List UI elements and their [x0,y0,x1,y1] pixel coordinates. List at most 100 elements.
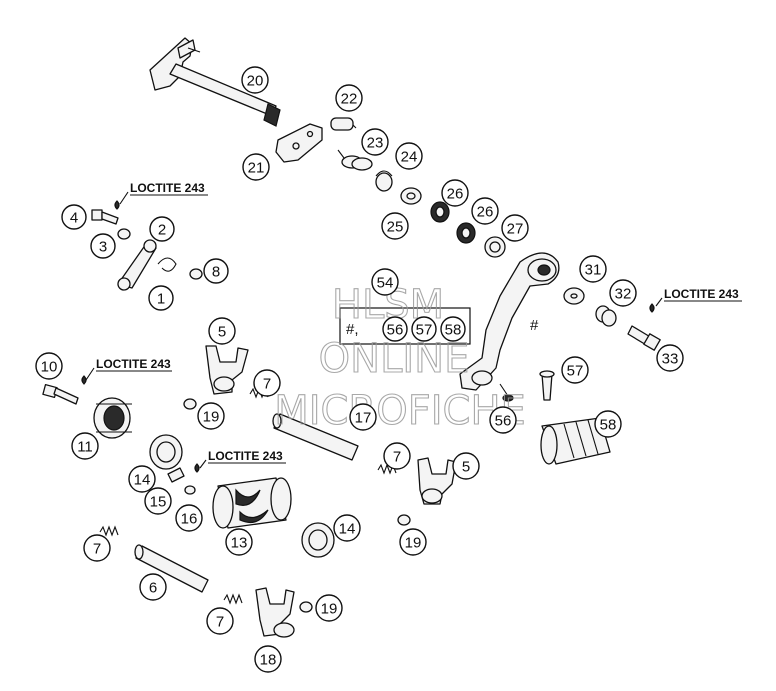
callout-circle [361,128,389,156]
shift-lever-arm-part [459,252,560,391]
callout-19: 19 [315,594,343,622]
callout-number: 56 [495,413,512,430]
callout-circle [471,197,499,225]
callout-number: 19 [203,409,220,426]
watermark-line-2: ONLINE [319,336,470,382]
callout-number: 13 [231,535,248,552]
callout-number: 25 [387,219,404,236]
bearing-14a-part [149,434,183,470]
callout-number: 54 [377,275,394,292]
kit-box-54: #, [339,307,471,345]
callout-number: 56 [387,322,404,339]
callout-circle [501,214,529,242]
callout-circle [349,403,377,431]
callout-26: 26 [441,179,469,207]
callout-circle [399,528,427,556]
callout-56: 56 [489,406,517,434]
spring-7c-part [99,525,119,537]
callout-17: 17 [349,403,377,431]
callout-25: 25 [381,212,409,240]
callout-13: 13 [225,528,253,556]
callout-number: 14 [134,472,151,489]
bolt-33-part [627,325,661,351]
callout-circle [197,402,225,430]
bolt-4-part [91,209,119,225]
roller-19c-part [299,601,313,613]
callout-number: 1 [157,291,165,308]
shift-fork-5b-part [417,457,457,505]
callout-number: 16 [181,511,198,528]
callout-27: 27 [501,214,529,242]
bearing-14b-part [301,522,335,558]
spring-22-part [330,117,357,131]
callout-circle [83,534,111,562]
callout-circle [203,258,229,284]
callout-number: 17 [355,410,372,427]
washer-32-part [595,305,617,327]
shift-drum-locating-part [93,397,132,439]
callout-19: 19 [197,402,225,430]
callout-7: 7 [253,369,281,397]
pin-57-part [539,370,555,401]
callout-57: 57 [561,356,589,384]
washer-56-part [502,394,514,402]
callout-circle [561,356,589,384]
callout-number: 26 [477,204,494,221]
callout-circle [225,528,253,556]
callout-circle [371,268,399,296]
fork-shaft-17-part [272,413,359,461]
watermark-line-3: MICROFICHE [274,388,526,434]
callout-circle [206,607,234,635]
callout-circle [381,212,409,240]
callout-circle [440,316,466,342]
detent-spring-part [157,257,177,272]
roller-19b-part [397,514,411,526]
callout-number: 22 [341,91,358,108]
seal-ring-27-part [484,236,506,258]
callout-circle [139,573,167,601]
callout-number: 26 [447,186,464,203]
callout-number: 23 [367,135,384,152]
callout-number: 27 [507,221,524,238]
callout-number: 31 [585,262,602,279]
callout-number: 58 [600,417,617,434]
callout-circle [90,233,116,259]
callout-circle [452,452,480,480]
loctite-drop-1-icon [114,200,120,210]
return-spring-part [337,149,373,171]
washer-31-part [563,287,585,305]
loctite-drop-3-icon [194,463,200,473]
callout-7: 7 [206,607,234,635]
callout-number: 58 [445,322,462,339]
callout-18: 18 [254,645,282,673]
callout-circle [335,84,363,112]
callout-number: 57 [416,322,433,339]
callout-circle [253,369,281,397]
shift-fork-5a-part [205,345,249,395]
callout-number: 33 [662,351,679,368]
callout-circle [71,432,99,460]
callout-21: 21 [242,153,270,181]
callout-number: 7 [393,449,401,466]
callout-10: 10 [35,352,63,380]
callout-number: 57 [567,363,584,380]
tip-58-part [540,417,611,465]
callout-number: 11 [77,439,93,456]
callout-2: 2 [149,216,175,242]
callout-number: 7 [263,376,271,393]
callout-number: 10 [41,359,58,376]
bolt-10-part [42,383,79,405]
callout-circle [242,153,270,181]
callout-57: 57 [411,316,437,342]
callout-number: 5 [218,324,226,341]
callout-circle [489,406,517,434]
callout-56: 56 [382,316,408,342]
callout-19: 19 [399,528,427,556]
callout-number: 19 [405,535,422,552]
callout-circle [441,179,469,207]
callout-14: 14 [128,465,156,493]
callout-number: 7 [93,541,101,558]
callout-number: 7 [216,614,224,631]
loctite-drop-4-icon [649,303,655,313]
loctite-label-4: LOCTITE 243 [664,287,739,301]
